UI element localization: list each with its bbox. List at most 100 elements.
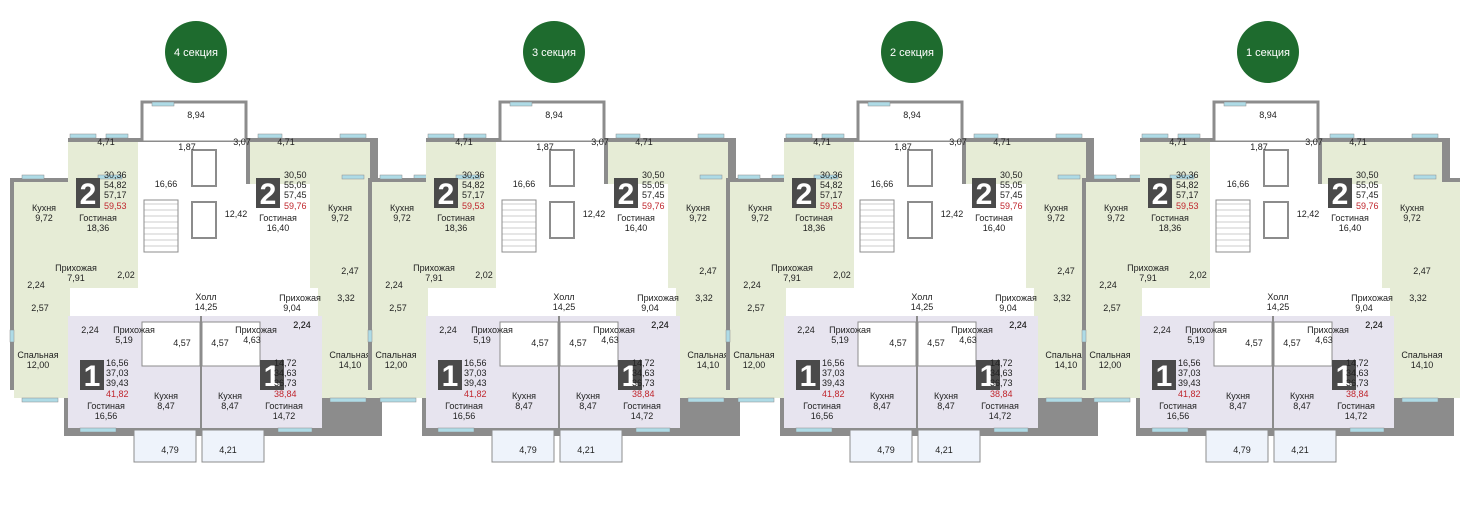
window bbox=[1151, 427, 1189, 433]
area-living: 30,50 bbox=[1356, 170, 1379, 180]
window bbox=[509, 101, 533, 107]
section-badge bbox=[165, 21, 227, 83]
area-total: 37,03 bbox=[822, 368, 845, 378]
bath-area: 4,57 bbox=[531, 338, 549, 348]
area-total-balc: 39,43 bbox=[822, 378, 845, 388]
area-living: 30,36 bbox=[104, 170, 127, 180]
area-total: 54,82 bbox=[820, 180, 843, 190]
room-count: 2 bbox=[1152, 178, 1169, 211]
wc-area: 2,24 bbox=[1153, 325, 1171, 335]
room-name: Гостиная bbox=[1151, 213, 1189, 223]
lift-shaft bbox=[549, 149, 575, 187]
area-total-balc: 57,17 bbox=[1176, 190, 1199, 200]
wc-area: 2,24 bbox=[27, 280, 45, 290]
bathroom bbox=[1273, 321, 1333, 367]
area-price: 59,76 bbox=[284, 201, 307, 211]
balcony-1room-right bbox=[201, 429, 265, 463]
window bbox=[867, 101, 891, 107]
area-total: 34,63 bbox=[990, 368, 1013, 378]
hall-area: 14,25 bbox=[195, 302, 218, 312]
lift-hall-area: 12,42 bbox=[941, 209, 964, 219]
room-name: Спальная bbox=[733, 350, 774, 360]
balcony-1room-right bbox=[917, 429, 981, 463]
room-name: Спальная bbox=[329, 350, 370, 360]
room-name: Кухня bbox=[390, 203, 414, 213]
room-area: 18,36 bbox=[87, 223, 110, 233]
room-name: Прихожая bbox=[637, 293, 679, 303]
bath-area: 4,57 bbox=[1283, 338, 1301, 348]
room-area: 16,56 bbox=[95, 411, 118, 421]
room-area: 16,56 bbox=[811, 411, 834, 421]
room-area: 4,63 bbox=[243, 335, 261, 345]
area-total: 54,82 bbox=[1176, 180, 1199, 190]
bath-area: 4,57 bbox=[1245, 338, 1263, 348]
room-name: Прихожая bbox=[1127, 263, 1169, 273]
bath-area: 4,57 bbox=[211, 338, 229, 348]
area-living: 14,72 bbox=[990, 358, 1013, 368]
lift-shaft bbox=[191, 201, 217, 239]
room-name: Спальная bbox=[687, 350, 728, 360]
room-area: 16,40 bbox=[983, 223, 1006, 233]
room-area: 16,40 bbox=[625, 223, 648, 233]
room-count: 1 bbox=[1156, 360, 1173, 393]
area-total-balc: 39,43 bbox=[464, 378, 487, 388]
room-count: 1 bbox=[264, 360, 281, 393]
room-name: Гостиная bbox=[445, 401, 483, 411]
area-price: 59,76 bbox=[642, 201, 665, 211]
stairs bbox=[859, 199, 895, 253]
window bbox=[737, 397, 775, 403]
wc-area: 3,32 bbox=[1053, 293, 1071, 303]
window bbox=[427, 133, 455, 139]
window bbox=[1055, 133, 1083, 139]
room-area: 8,47 bbox=[157, 401, 175, 411]
room-name: Спальная bbox=[375, 350, 416, 360]
room-name: Прихожая bbox=[1185, 325, 1227, 335]
area-living: 30,36 bbox=[462, 170, 485, 180]
balcony-1room-left bbox=[849, 429, 913, 463]
section-badge bbox=[523, 21, 585, 83]
window bbox=[379, 397, 417, 403]
window bbox=[1223, 101, 1247, 107]
room-area: 14,72 bbox=[1345, 411, 1368, 421]
room-name: Прихожая bbox=[471, 325, 513, 335]
balcony-area: 4,71 bbox=[813, 137, 831, 147]
bedroom-left bbox=[730, 300, 786, 398]
room-area: 7,91 bbox=[425, 273, 443, 283]
area-total-balc: 57,45 bbox=[642, 190, 665, 200]
room-name: Кухня bbox=[576, 391, 600, 401]
room-area: 9,04 bbox=[283, 303, 301, 313]
stairs bbox=[143, 199, 179, 253]
area-price: 38,84 bbox=[1346, 389, 1369, 399]
hall-name: Холл bbox=[195, 292, 216, 302]
room-count-box bbox=[972, 178, 996, 208]
room-name: Гостиная bbox=[1159, 401, 1197, 411]
room-area: 7,91 bbox=[783, 273, 801, 283]
room-area: 16,56 bbox=[453, 411, 476, 421]
room-name: Кухня bbox=[32, 203, 56, 213]
room-count-box bbox=[434, 178, 458, 208]
room-area: 7,91 bbox=[1139, 273, 1157, 283]
balcony-area: 4,21 bbox=[935, 445, 953, 455]
area-total-balc: 36,73 bbox=[632, 378, 655, 388]
window bbox=[1093, 174, 1117, 180]
stairs-area: 16,66 bbox=[871, 179, 894, 189]
room-name: Спальная bbox=[17, 350, 58, 360]
wc-area: 2,24 bbox=[1099, 280, 1117, 290]
room-name: Кухня bbox=[934, 391, 958, 401]
bath-area: 2,02 bbox=[833, 270, 851, 280]
room-area: 9,72 bbox=[331, 213, 349, 223]
room-count: 1 bbox=[442, 360, 459, 393]
balcony-area: 4,21 bbox=[1291, 445, 1309, 455]
lift-shaft bbox=[549, 201, 575, 239]
area-total-balc: 39,43 bbox=[106, 378, 129, 388]
wc-area: 1,87 bbox=[894, 142, 912, 152]
shaft-area: 3,07 bbox=[949, 137, 967, 147]
room-area: 14,72 bbox=[273, 411, 296, 421]
wc-area: 3,32 bbox=[337, 293, 355, 303]
room-area: 8,47 bbox=[873, 401, 891, 411]
room-name: Гостиная bbox=[265, 401, 303, 411]
window bbox=[615, 133, 641, 139]
room-area: 9,72 bbox=[1107, 213, 1125, 223]
room-area: 8,47 bbox=[937, 401, 955, 411]
